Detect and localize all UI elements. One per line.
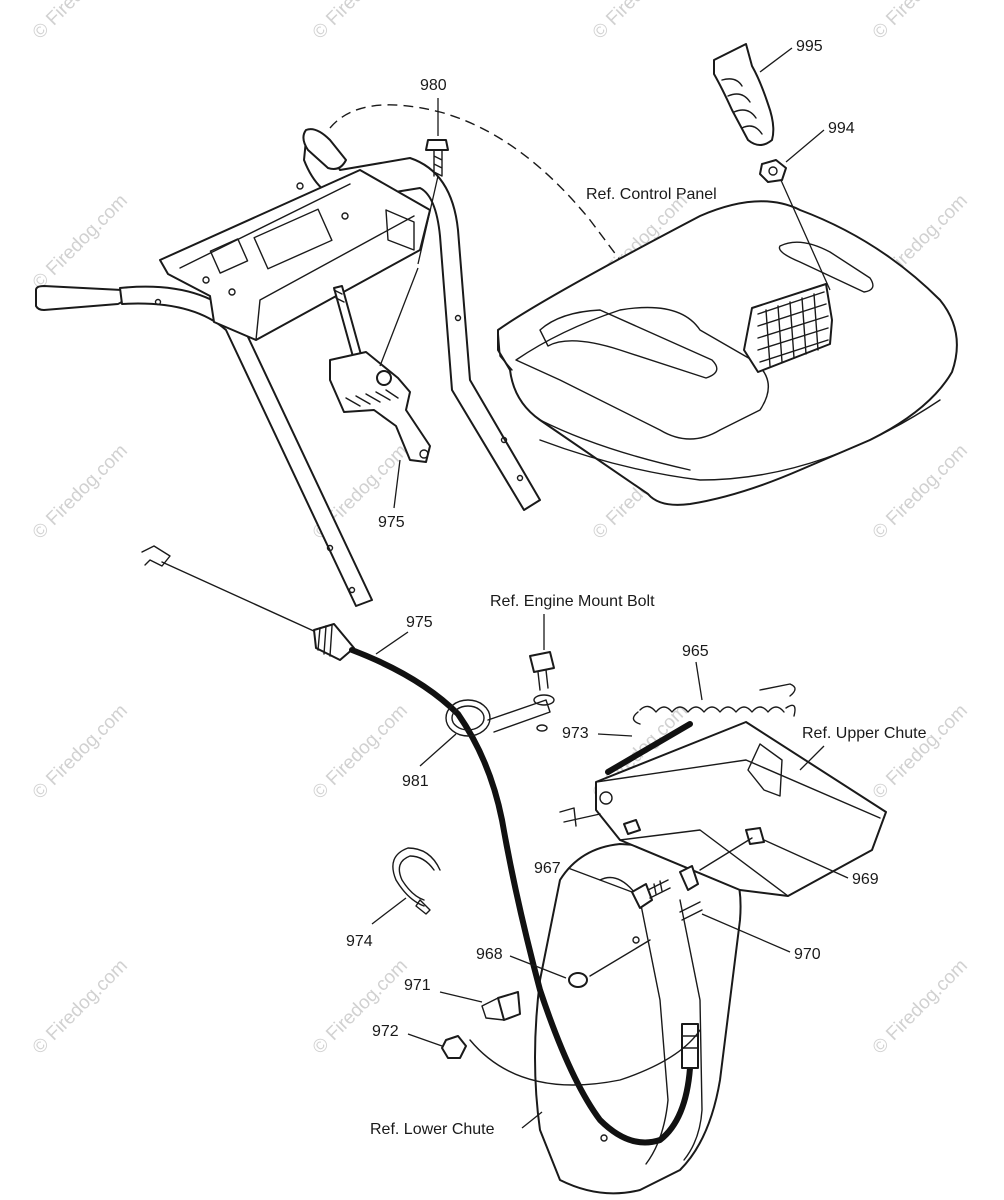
handle-assembly — [35, 128, 541, 607]
leader-974 — [371, 897, 407, 925]
label-980: 980 — [420, 77, 447, 94]
label-995: 995 — [796, 38, 823, 55]
leader-968 — [509, 955, 567, 979]
leader-965 — [695, 661, 703, 701]
watermark: © Firedog.com — [589, 0, 692, 44]
label-967: 967 — [534, 860, 561, 877]
watermark: © Firedog.com — [29, 700, 132, 803]
leader-975-cable — [375, 631, 409, 655]
watermark: © Firedog.com — [29, 190, 132, 293]
leader-967 — [567, 867, 633, 893]
hardware-bolts — [441, 807, 765, 1086]
upper-chute — [595, 721, 887, 897]
label-968: 968 — [476, 946, 503, 963]
label-control-panel: Ref. Control Panel — [586, 186, 717, 203]
leader-972 — [407, 1033, 443, 1047]
label-970: 970 — [794, 946, 821, 963]
leader-981 — [419, 733, 457, 767]
leader-994 — [785, 129, 825, 163]
label-965: 965 — [682, 643, 709, 660]
label-975-shift: 975 — [378, 514, 405, 531]
spring-965 — [632, 683, 796, 725]
label-969: 969 — [852, 871, 879, 888]
cable-975 — [141, 545, 699, 1146]
watermark: © Firedog.com — [309, 955, 412, 1058]
leader-971 — [439, 991, 483, 1003]
watermark: © Firedog.com — [869, 700, 972, 803]
label-981: 981 — [402, 773, 429, 790]
watermark: © Firedog.com — [309, 700, 412, 803]
leader-995 — [759, 47, 793, 73]
nut-994 — [759, 159, 787, 183]
leader-lower-chute — [521, 1111, 543, 1129]
watermark: © Firedog.com — [29, 955, 132, 1058]
label-engine-mount-bolt: Ref. Engine Mount Bolt — [490, 593, 655, 610]
label-974: 974 — [346, 933, 373, 950]
clamp-974 — [392, 847, 441, 915]
watermark: © Firedog.com — [309, 0, 412, 44]
label-971: 971 — [404, 977, 431, 994]
label-975-cable: 975 — [406, 614, 433, 631]
watermark-group: © Firedog.com © Firedog.com © Firedog.co… — [29, 0, 972, 1059]
leader-975-shift — [393, 459, 401, 509]
reference-dash-line — [329, 104, 721, 331]
label-994: 994 — [828, 120, 855, 137]
control-panel — [497, 177, 958, 506]
watermark: © Firedog.com — [869, 440, 972, 543]
label-upper-chute: Ref. Upper Chute — [802, 725, 927, 742]
leader-973 — [597, 733, 633, 737]
watermark: © Firedog.com — [869, 0, 972, 44]
callout-labels: 980 995 994 Ref. Control Panel 975 Ref. … — [346, 38, 927, 1138]
cable-clip-981 — [445, 699, 551, 737]
bolt-980 — [425, 139, 449, 177]
leader-969 — [763, 839, 849, 879]
watermark: © Firedog.com — [869, 955, 972, 1058]
leader-upper-chute — [799, 745, 825, 771]
engine-mount-bolt — [529, 651, 555, 732]
rod-973 — [605, 721, 693, 775]
leader-970 — [701, 913, 791, 953]
label-972: 972 — [372, 1023, 399, 1040]
label-973: 973 — [562, 725, 589, 742]
display-grid — [757, 291, 829, 367]
watermark: © Firedog.com — [29, 440, 132, 543]
grip-995 — [713, 43, 775, 146]
label-lower-chute: Ref. Lower Chute — [370, 1121, 495, 1138]
watermark: © Firedog.com — [29, 0, 132, 44]
